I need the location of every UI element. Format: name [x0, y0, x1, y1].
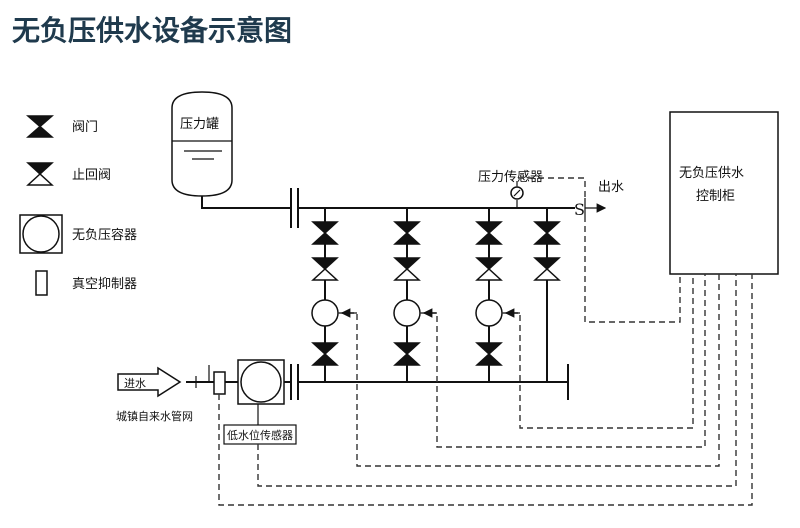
control-wiring	[218, 177, 753, 506]
legend-vessel-icon	[19, 214, 63, 254]
legend-vacuum-suppressor-icon	[35, 270, 48, 296]
pressure-signal-line	[516, 177, 586, 198]
pump-branch-2	[393, 208, 421, 382]
tank-connection-pipe	[201, 196, 290, 209]
cabinet-label-line1: 无负压供水	[679, 166, 744, 181]
low-level-sensor-box	[223, 424, 297, 445]
low-level-signal-line	[257, 274, 737, 487]
pressure-tank	[171, 91, 233, 197]
inlet-arrow	[117, 366, 182, 398]
bypass-branch	[533, 208, 561, 382]
municipal-network-label: 城镇自来水管网	[116, 409, 193, 423]
pressure-tank-label: 压力罐	[180, 117, 219, 132]
page-title: 无负压供水设备示意图	[12, 14, 292, 47]
cabinet-label-line2: 控制柜	[696, 189, 735, 204]
legend-valve-icon	[26, 115, 54, 138]
legend: 阀门 止回阀 无负压容器 真空抑制器	[19, 115, 137, 296]
legend-vacuum-suppressor-label: 真空抑制器	[72, 277, 137, 292]
no-negative-pressure-vessel	[237, 359, 285, 405]
pump3-control-line	[502, 274, 694, 429]
low-level-sensor-label: 低水位传感器	[227, 428, 293, 442]
lower-flange	[290, 364, 299, 400]
water-out-label: 出水	[598, 180, 624, 195]
water-in-label: 进水	[124, 377, 146, 390]
outlet-signal-line	[584, 216, 681, 323]
pressure-sensor-label: 压力传感器	[478, 169, 543, 185]
pump-branch-1	[311, 208, 339, 382]
outlet-s-sensor-label: S	[574, 200, 585, 219]
pump2-control-line	[420, 274, 706, 448]
legend-check-valve-label: 止回阀	[72, 168, 111, 183]
pressure-sensor-gauge	[510, 186, 524, 208]
pump1-control-line	[338, 274, 720, 467]
control-cabinet	[669, 111, 779, 275]
legend-vessel-label: 无负压容器	[72, 227, 137, 243]
vacuum-suppressor-icon	[213, 371, 226, 395]
upper-flange	[290, 188, 299, 228]
legend-valve-label: 阀门	[72, 120, 98, 135]
suppressor-signal-line	[218, 274, 753, 506]
legend-check-valve-icon	[26, 162, 54, 186]
pump-branch-3	[475, 208, 503, 382]
